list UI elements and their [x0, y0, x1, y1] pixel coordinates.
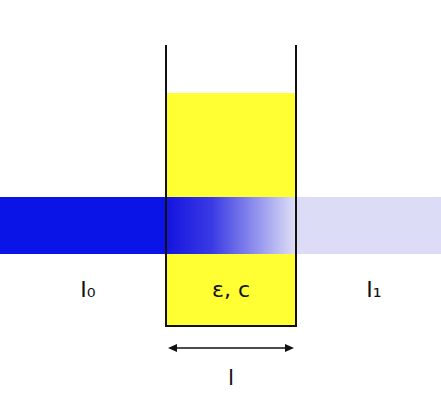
- absorbed-beam: [167, 197, 295, 254]
- intensity-label: I₀: [80, 278, 95, 302]
- cuvette-wall: [166, 45, 296, 326]
- solution-label: ε, c: [212, 278, 250, 302]
- solution-fill: [167, 93, 295, 325]
- incident-beam: [0, 197, 167, 254]
- intensity-label: I₁: [366, 278, 381, 302]
- transmitted-beam: [295, 197, 441, 254]
- cuvette-solution: ε, c: [167, 93, 295, 325]
- arrowhead: [168, 344, 177, 352]
- path-length-label: l: [228, 366, 234, 390]
- arrowhead: [285, 344, 294, 352]
- dimension-line: [172, 347, 290, 349]
